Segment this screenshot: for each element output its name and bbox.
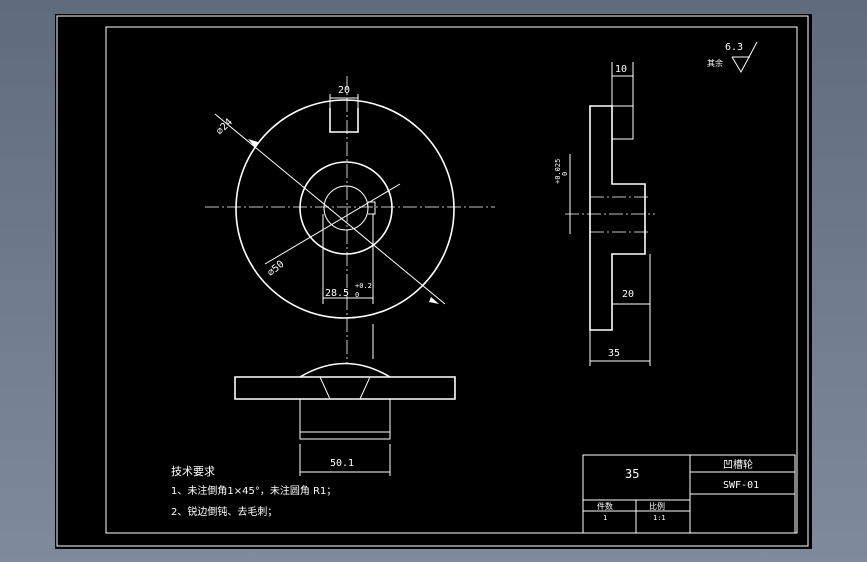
outer-circle xyxy=(235,99,455,319)
dim-side-tolerance-base: 0 xyxy=(561,172,569,176)
bore-circle xyxy=(323,185,369,231)
drawing-number: SWF-01 xyxy=(723,480,759,491)
drawing-canvas[interactable]: 20 ∅24 ∅50 28.5 +0.2 0 50.1 10 +0.025 0 … xyxy=(55,14,812,549)
dim-side-total-width: 35 xyxy=(608,348,620,359)
dim-side-hub-width: 20 xyxy=(622,289,634,300)
roughness-symbol xyxy=(731,41,758,74)
bottom-section-view xyxy=(234,324,456,476)
dia-leader-outer xyxy=(214,113,446,305)
dim-top-width: 20 xyxy=(338,85,350,96)
dia-leader-inner xyxy=(264,183,401,265)
section-arc xyxy=(299,362,391,378)
dim-diameter-outer: ∅24 xyxy=(214,117,235,138)
notes-heading: 技术要求 xyxy=(171,465,215,478)
top-slot xyxy=(329,108,359,133)
outer-frame xyxy=(56,15,809,547)
section-plate xyxy=(234,376,456,400)
dim-bottom-width: 50.1 xyxy=(330,458,354,469)
qty-label: 件数 xyxy=(597,501,613,511)
notes-line-2: 2、锐边倒钝、去毛刺； xyxy=(171,505,277,518)
dim-slot-tol-upper: +0.2 xyxy=(355,282,372,290)
side-profile xyxy=(589,105,646,331)
dim-side-tolerance: +0.025 xyxy=(554,159,562,184)
scale-label: 比例 xyxy=(649,501,665,511)
qty-value: 1 xyxy=(603,514,607,522)
hub-circle xyxy=(299,161,393,255)
roughness-label: 其余 xyxy=(707,58,723,68)
keyway xyxy=(368,201,376,215)
inner-frame xyxy=(105,26,798,534)
cad-drawing-viewport[interactable]: 20 ∅24 ∅50 28.5 +0.2 0 50.1 10 +0.025 0 … xyxy=(55,14,812,549)
dim-slot-tol-lower: 0 xyxy=(355,291,359,299)
material-value: 35 xyxy=(625,467,639,481)
title-block xyxy=(582,454,796,534)
side-view xyxy=(565,62,655,366)
scale-value: 1:1 xyxy=(653,514,666,522)
roughness-value: 6.3 xyxy=(725,42,743,53)
dim-side-top-width: 10 xyxy=(615,64,627,75)
part-name: 凹槽轮 xyxy=(723,458,753,471)
front-view xyxy=(205,76,495,364)
dim-slot-width: 28.5 xyxy=(325,288,349,299)
notes-line-1: 1、未注倒角1×45°，未注圆角 R1； xyxy=(171,484,336,497)
